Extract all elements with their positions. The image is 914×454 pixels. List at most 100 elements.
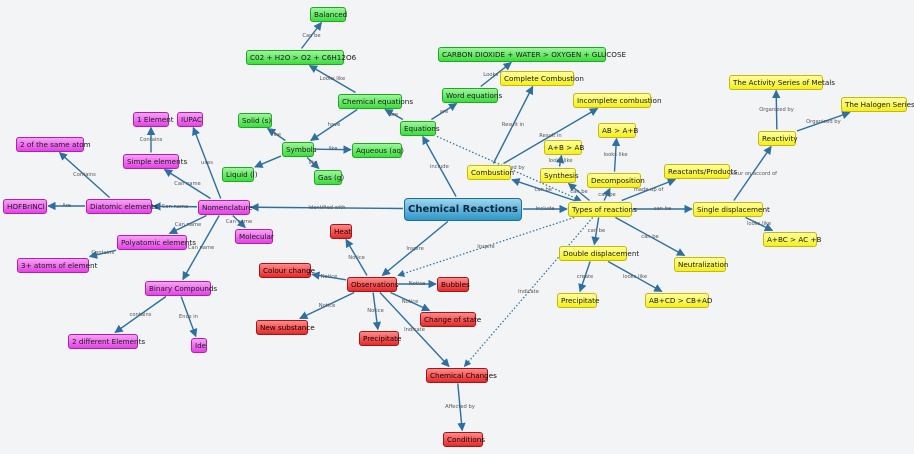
node-chchanges[interactable]: Chemical Changes	[426, 367, 497, 383]
node-binary[interactable]: Binary Compounds	[145, 280, 217, 296]
node-abab[interactable]: AB > A+B	[598, 122, 638, 138]
node-bubbles[interactable]: Bubbles	[437, 276, 470, 292]
node-aqueous[interactable]: Aqueous (aq)	[352, 142, 404, 158]
node-abcd[interactable]: AB+CD > CB+AD	[645, 292, 712, 308]
node-synthesis[interactable]: Synthesis	[540, 167, 579, 183]
connector-double-abcd	[607, 260, 663, 293]
connector-types-reactprod	[621, 178, 677, 202]
connector-cr-nomen	[250, 203, 404, 212]
node-colour[interactable]: Colour change	[259, 262, 315, 278]
node-threeplus[interactable]: 3+ atoms of element	[17, 257, 97, 273]
node-abcac[interactable]: A+BC > AC +B	[763, 231, 821, 247]
connector-label: Can name	[174, 181, 201, 187]
node-precip_r[interactable]: Precipitate	[359, 330, 401, 346]
node-molecular[interactable]: Molecular	[235, 228, 274, 244]
connector-nomen-simple	[163, 168, 211, 200]
connector-label: Can name	[161, 203, 189, 210]
connector-label: like	[328, 146, 338, 153]
connector-label: looks like	[622, 273, 648, 280]
connector-label: can be	[534, 187, 552, 194]
node-hofbr[interactable]: HOFBrINCl	[3, 198, 47, 214]
node-balanced[interactable]: Balanced	[310, 6, 347, 22]
connector-types-neutral	[615, 216, 686, 257]
connector-label: Inspire	[477, 243, 495, 250]
node-state[interactable]: Change of state	[420, 311, 481, 327]
connector-label: Looks like	[483, 71, 509, 78]
connector-label: Notice	[367, 308, 384, 314]
connector-binary-twodiff	[114, 295, 167, 334]
node-simple[interactable]: Simple elements	[123, 153, 187, 169]
connector-types-double	[591, 217, 600, 246]
node-gas[interactable]: Gas (g)	[314, 169, 344, 185]
node-precip_y[interactable]: Precipitate	[557, 292, 599, 308]
connector-label: Indicate	[518, 289, 539, 295]
connector-label: Result in	[501, 122, 525, 128]
node-co2eq[interactable]: C02 + H2O > O2 + C6H12O6	[246, 49, 356, 65]
connector-label: Affected by	[445, 404, 475, 410]
connector-label: Contains	[139, 137, 163, 143]
node-symbols[interactable]: Symbols	[282, 141, 317, 157]
node-poly[interactable]: Polyatomic elements	[117, 234, 196, 250]
node-combustion[interactable]: Combustion	[467, 164, 514, 180]
node-iupac[interactable]: IUPAC	[177, 111, 203, 127]
connector-label: Notice	[348, 254, 365, 261]
node-newsub[interactable]: New substance	[256, 319, 315, 335]
node-incomplete[interactable]: Incomplete combustion	[573, 92, 662, 108]
connector-nomen-iupac	[192, 126, 222, 199]
node-apbab[interactable]: A+B > AB	[544, 139, 584, 155]
connector-cheq-symbols	[310, 108, 358, 142]
node-types[interactable]: Types of reactions	[568, 201, 637, 217]
node-reactivity[interactable]: Reactivity	[758, 130, 798, 146]
connector-label: can be	[570, 189, 588, 195]
node-liquid[interactable]: Liquid (l)	[222, 166, 258, 182]
node-diatomic[interactable]: Diatomic elements	[86, 198, 158, 214]
connector-label: Occur on accord of	[727, 170, 778, 177]
connector-observ-precip_r	[372, 292, 382, 331]
node-reactprod[interactable]: Reactants/Products	[664, 163, 737, 179]
node-cr[interactable]: Chemical Reactions	[404, 197, 522, 221]
connector-observ-heat	[345, 238, 368, 276]
connector-symbols-solid	[266, 127, 286, 142]
node-cheq[interactable]: Chemical equations	[338, 93, 413, 109]
node-conditions[interactable]: Conditions	[443, 431, 485, 447]
node-solid[interactable]: Solid (s)	[238, 112, 272, 128]
node-twosame[interactable]: 2 of the same atom	[16, 136, 91, 152]
connector-types-observ	[397, 216, 575, 277]
connector-label: like	[272, 131, 281, 138]
node-complete[interactable]: Complete Combustion	[500, 70, 584, 86]
connector-label: can be	[641, 233, 659, 240]
connector-label: looks like	[603, 152, 628, 158]
node-halogen[interactable]: The Halogen Series	[841, 96, 914, 112]
connector-equations-wordeq	[431, 102, 458, 121]
connector-label: Organized by	[806, 118, 841, 125]
node-twodiff[interactable]: 2 different Elements	[68, 333, 145, 349]
connector-co2eq-balanced	[300, 21, 323, 49]
node-activity[interactable]: The Activity Series of Metals	[729, 74, 835, 90]
connector-label: Notice	[401, 298, 419, 305]
connector-combustion-complete	[492, 85, 534, 164]
node-ide[interactable]: Ide	[191, 337, 207, 353]
node-oneel[interactable]: 1 Element	[133, 111, 174, 127]
node-heat[interactable]: Heat	[330, 223, 352, 239]
node-equations[interactable]: Equations	[400, 120, 440, 136]
connector-label: can be	[587, 228, 606, 234]
connector-label: uses	[201, 160, 213, 166]
node-carbon[interactable]: CARBON DIOXIDE + WATER > OXYGEN + GLUCOS…	[438, 46, 626, 62]
connector-label: include	[429, 163, 449, 170]
connector-binary-ide	[180, 296, 198, 338]
node-wordeq[interactable]: Word equations	[442, 87, 502, 103]
node-neutral[interactable]: Neutralization	[674, 256, 728, 272]
node-double[interactable]: Double displacement	[559, 245, 639, 261]
connector-label: Notice	[318, 302, 336, 309]
node-decomp[interactable]: Decomposition	[587, 172, 645, 188]
connector-symbols-gas	[306, 156, 320, 170]
node-observ[interactable]: Observations	[347, 276, 399, 292]
connector-nomen-poly	[168, 214, 207, 235]
node-nomen[interactable]: Nomenclature	[198, 199, 253, 215]
node-single[interactable]: Single displacement	[693, 201, 770, 217]
connector-label: have	[327, 122, 341, 128]
connector-label: Contains	[73, 172, 96, 178]
connector-chchanges-conditions	[457, 383, 466, 432]
